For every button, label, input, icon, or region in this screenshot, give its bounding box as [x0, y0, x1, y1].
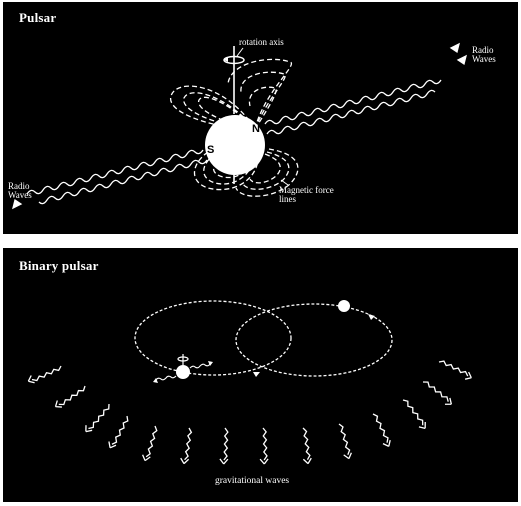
- gravitational-waves-label: gravitational waves: [215, 476, 290, 486]
- gw-arrow: [302, 427, 312, 465]
- radio-waves-left-label: Radio Waves: [8, 181, 32, 200]
- binary-pulsar-diagram: [27, 300, 472, 465]
- magnetic-force-lines-label: Magnetic force lines: [279, 185, 334, 204]
- gw-arrow: [219, 427, 229, 465]
- rotation-axis-label: rotation axis: [239, 37, 284, 47]
- orbits: [134, 300, 393, 377]
- pulsar-title: Pulsar: [19, 10, 57, 25]
- gw-arrow: [27, 365, 62, 384]
- label-pointers: [236, 47, 289, 186]
- pulsar-orbit: [134, 300, 292, 376]
- neutron-star: [205, 115, 265, 175]
- gw-arrow: [372, 413, 391, 447]
- radio-waves-right-label: Radio Waves: [472, 45, 496, 64]
- gravitational-wave-arrows: [27, 360, 472, 465]
- gw-arrow: [54, 385, 86, 408]
- gw-arrow: [142, 425, 158, 462]
- binary-pulsar-panel: Binary pulsar: [3, 248, 518, 502]
- pulsar-diagram: [12, 42, 467, 210]
- pulsar-panel: Pulsar: [3, 2, 518, 234]
- gw-arrow: [422, 381, 453, 405]
- south-pole-label: S: [207, 144, 215, 156]
- gw-arrow: [338, 423, 352, 460]
- gw-arrow: [108, 415, 129, 449]
- north-pole-label: N: [252, 123, 260, 135]
- gw-arrow: [180, 427, 193, 465]
- orbit-direction-arrows: [253, 314, 375, 377]
- gw-arrow: [402, 399, 426, 430]
- gw-arrow: [259, 427, 269, 465]
- binary-pulsar-title: Binary pulsar: [19, 258, 99, 273]
- rotation-axis: [223, 46, 245, 184]
- binary-pulsar-star: [153, 354, 213, 383]
- gw-arrow: [85, 403, 110, 433]
- companion-orbit: [235, 303, 393, 377]
- radio-wave-beams: [12, 42, 467, 210]
- gw-arrow: [438, 360, 472, 380]
- companion-star: [338, 300, 350, 312]
